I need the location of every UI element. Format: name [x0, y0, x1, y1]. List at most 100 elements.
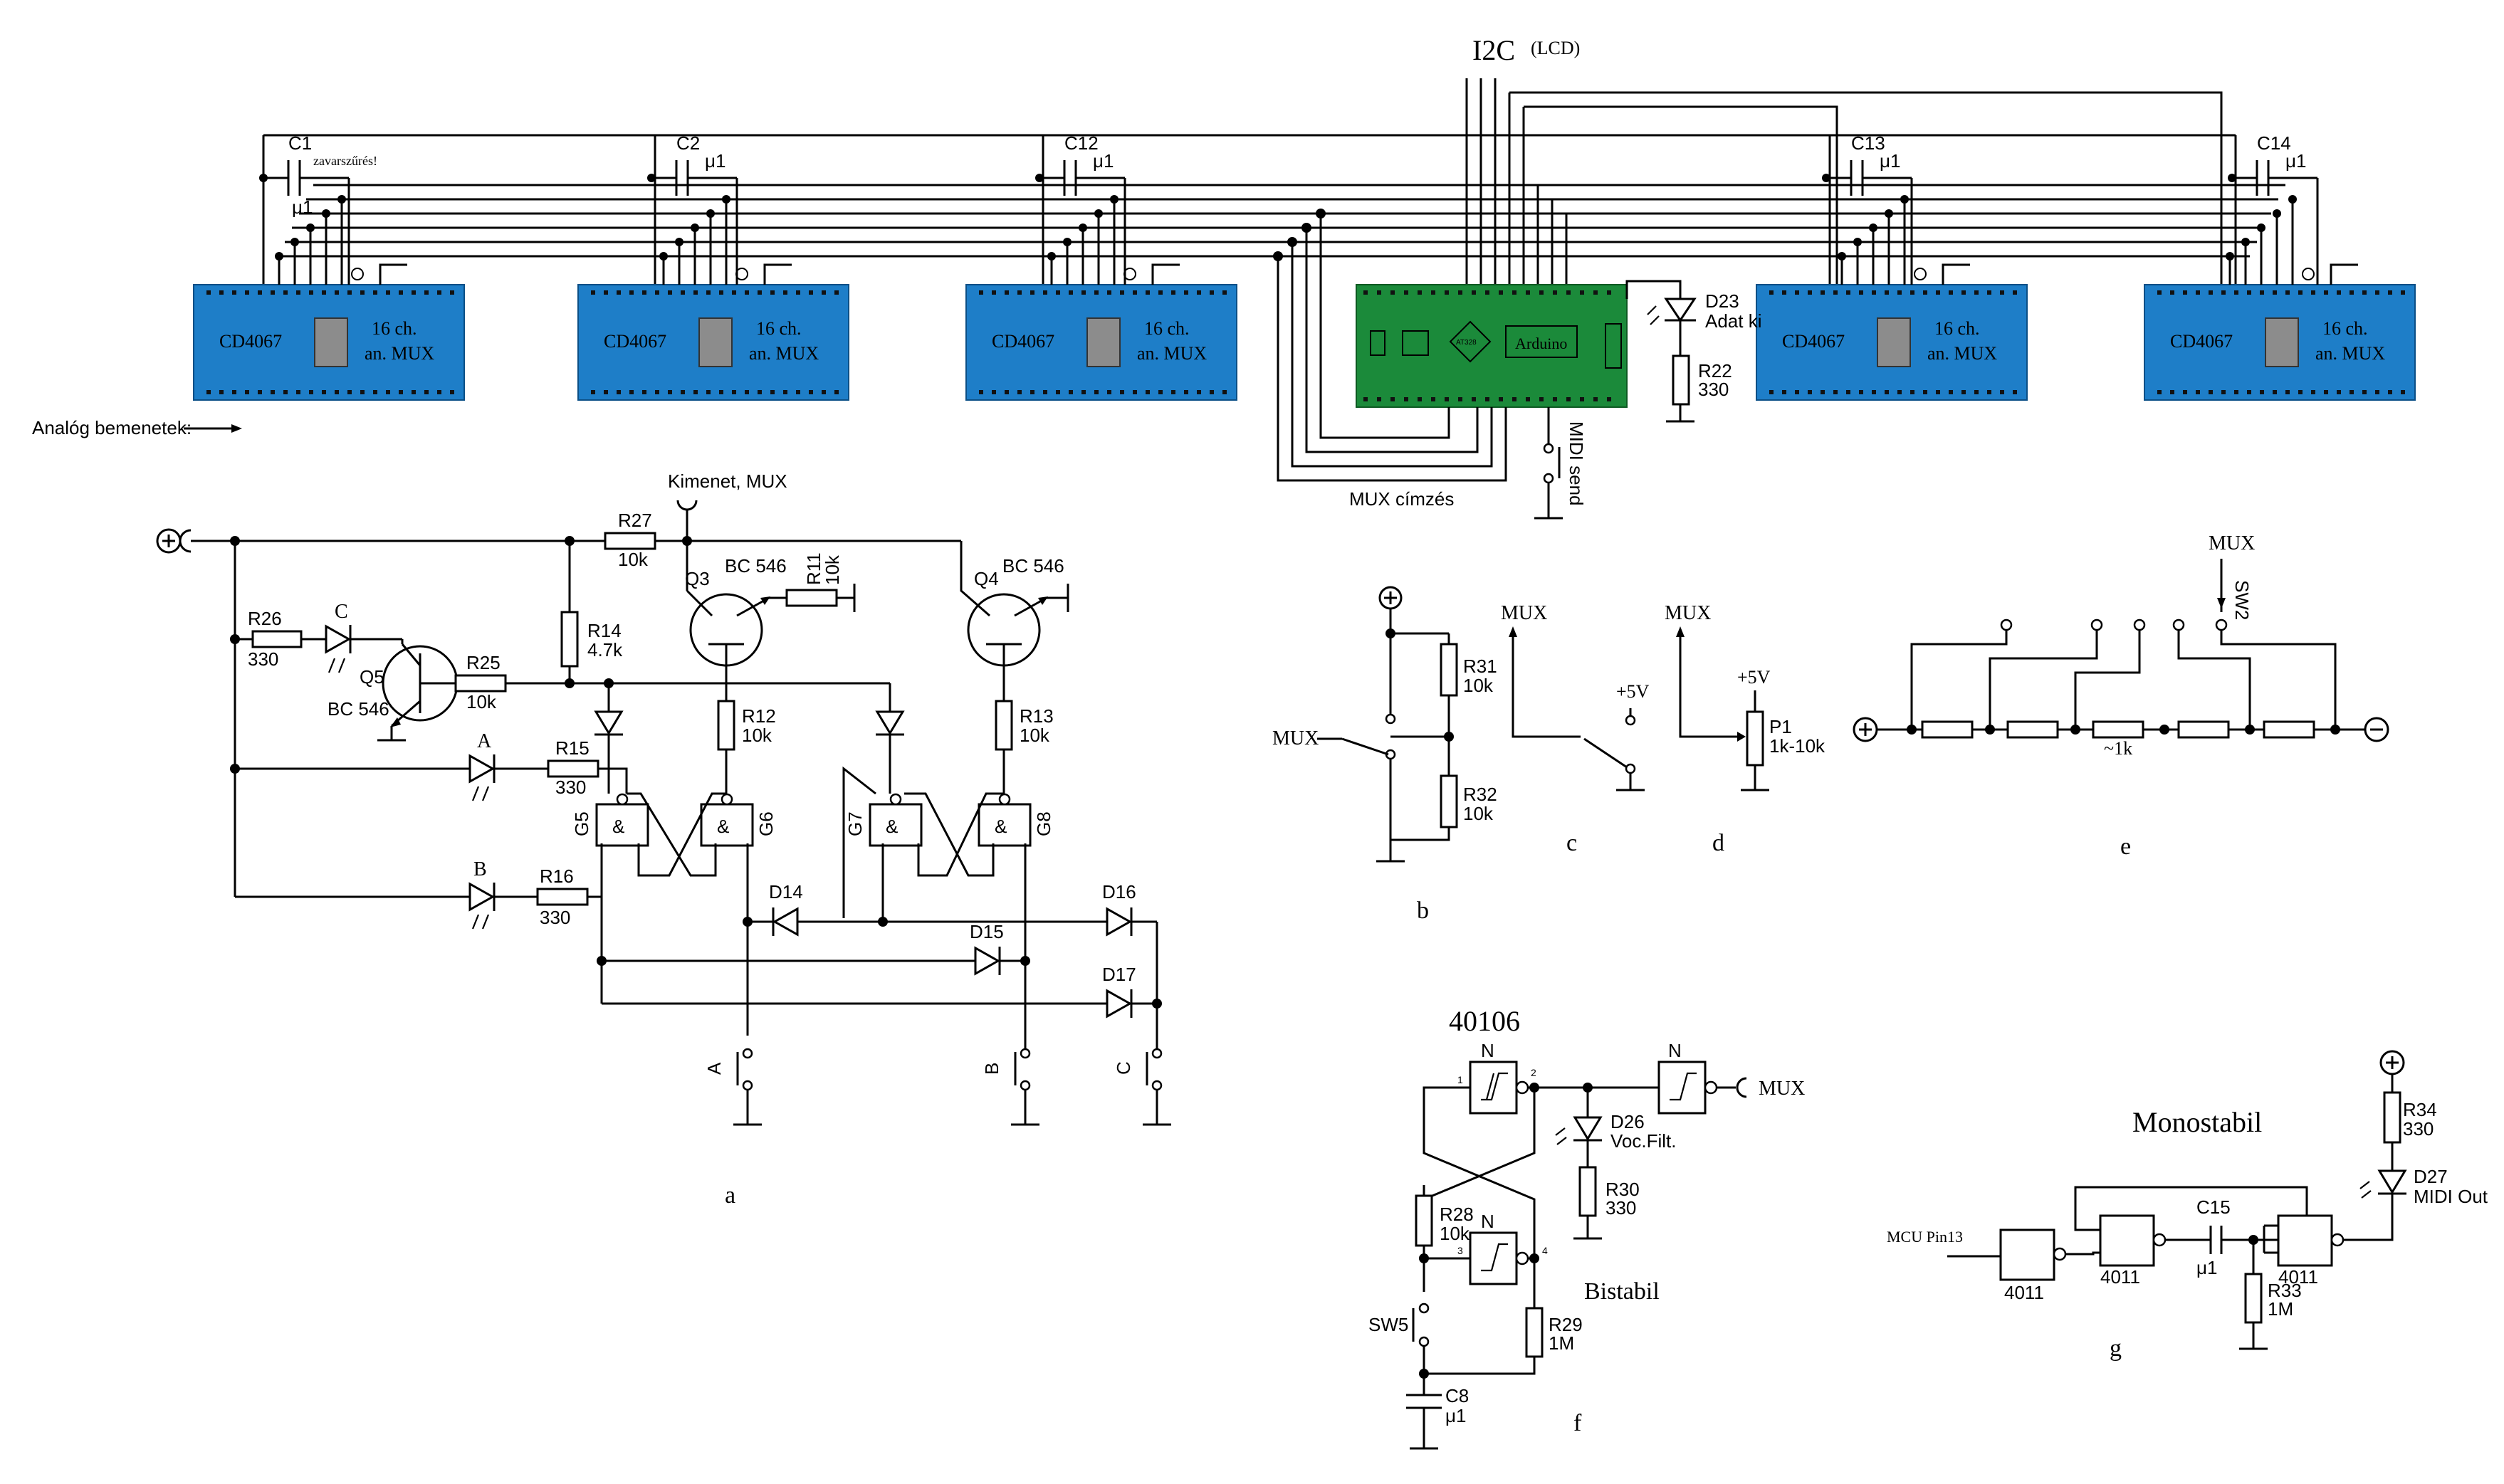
r25-name: R25 — [466, 652, 501, 673]
r32-name: R32 — [1463, 784, 1497, 805]
q3-name: Q3 — [685, 568, 710, 589]
r29-name: R29 — [1549, 1314, 1583, 1335]
nand-gate: &G8 — [978, 793, 1054, 847]
gate-symbol: & — [612, 816, 624, 837]
nand-gate: &G5 — [571, 793, 649, 847]
r32-value: 10k — [1463, 803, 1494, 824]
f-gate2-label: N — [1481, 1211, 1494, 1232]
i2c-label: I2C — [1472, 34, 1515, 66]
r12-name: R12 — [742, 705, 776, 727]
r14-name: R14 — [587, 620, 622, 641]
panel-f-mux: MUX — [1759, 1078, 1805, 1100]
d27-desc: MIDI Out — [2414, 1186, 2488, 1207]
atmega-label: AT328 — [1456, 339, 1477, 347]
r13-value: 10k — [1020, 725, 1050, 746]
capacitor-value: μ1 — [1880, 150, 1900, 172]
push-switch: B — [981, 1048, 1039, 1126]
r16-name: R16 — [540, 865, 574, 887]
r16-value: 330 — [540, 907, 570, 928]
midi-send-label: MIDI send — [1566, 421, 1587, 506]
nand-gate: &G6 — [700, 793, 777, 847]
panel-b-label: b — [1417, 898, 1429, 924]
switch-label: C — [1113, 1061, 1134, 1075]
mux-desc-line1: 16 ch. — [1144, 318, 1190, 339]
mux-desc-line2: an. MUX — [365, 343, 434, 364]
r28-name: R28 — [1440, 1204, 1474, 1225]
mux-chip-name: CD4067 — [2170, 331, 2233, 352]
d27-name: D27 — [2414, 1166, 2448, 1187]
panel-b: MUX R31 10k R32 10k b — [1272, 586, 1497, 924]
arduino-board: AT328 Arduino — [1356, 284, 1628, 408]
capacitor-name: C14 — [2257, 132, 2291, 154]
gate-symbol: & — [886, 816, 898, 837]
pin3: 3 — [1457, 1245, 1463, 1256]
panel-c-vplus: +5V — [1616, 681, 1650, 702]
p1-value: 1k-10k — [1769, 735, 1825, 757]
arduino-label: Arduino — [1515, 335, 1567, 352]
c15-name: C15 — [2196, 1196, 2231, 1218]
push-switch: C — [1113, 1048, 1171, 1126]
c15-value: μ1 — [2196, 1257, 2217, 1278]
c8-name: C8 — [1445, 1385, 1469, 1406]
gate-label: G5 — [571, 811, 592, 836]
r12-value: 10k — [742, 725, 772, 746]
mux-chip-name: CD4067 — [219, 331, 282, 352]
panel-g-title: Monostabil — [2132, 1106, 2262, 1138]
capacitor-note: zavarszűrés! — [313, 154, 377, 168]
panel-c-mux: MUX — [1501, 602, 1547, 624]
d17-label: D17 — [1102, 964, 1136, 985]
lcd-label: (LCD) — [1531, 38, 1580, 58]
panel-e-mux: MUX — [2209, 532, 2255, 554]
r31-value: 10k — [1463, 675, 1494, 696]
g-ic3: 4011 — [2278, 1266, 2318, 1288]
r22-name: R22 — [1698, 360, 1732, 381]
r33-name: R33 — [2268, 1280, 2302, 1301]
r27-name: R27 — [618, 510, 652, 531]
panel-f-label: f — [1573, 1410, 1582, 1436]
mux-addressing-wires: MUX címzés MIDI send D23 Adat ki R22 330 — [1273, 209, 1762, 520]
sw2-label: SW2 — [2231, 580, 2253, 620]
r31-name: R31 — [1463, 656, 1497, 677]
q5-name: Q5 — [360, 666, 384, 688]
panel-e-label: e — [2120, 833, 2131, 860]
q4-name: Q4 — [974, 568, 999, 589]
capacitor-value: μ1 — [1093, 150, 1114, 172]
mux-board: CD4067 16 ch. an. MUX — [193, 195, 465, 401]
mux-desc-line1: 16 ch. — [756, 318, 802, 339]
mux-boards: CD4067 16 ch. an. MUX CD4067 16 ch. an. MUX CD… — [193, 195, 2416, 401]
c8-value: μ1 — [1445, 1405, 1466, 1426]
mux-desc-line2: an. MUX — [2315, 343, 2385, 364]
panel-g-label: g — [2110, 1335, 2122, 1362]
r27-value: 10k — [618, 549, 649, 570]
mux-desc-line2: an. MUX — [1137, 343, 1207, 364]
q4-type: BC 546 — [1002, 555, 1064, 577]
d26-name: D26 — [1610, 1111, 1645, 1132]
pin4: 4 — [1542, 1245, 1548, 1256]
r34-name: R34 — [2403, 1099, 2437, 1120]
capacitor-name: C1 — [288, 132, 312, 154]
mux-desc-line1: 16 ch. — [372, 318, 417, 339]
panel-f-title: 40106 — [1449, 1005, 1520, 1037]
mux-desc-line2: an. MUX — [1927, 343, 1997, 364]
mux-chip-name: CD4067 — [1782, 331, 1845, 352]
d16-label: D16 — [1102, 881, 1136, 902]
bistable-label: Bistabil — [1584, 1278, 1660, 1305]
sw5-label: SW5 — [1368, 1314, 1408, 1335]
p1-name: P1 — [1769, 716, 1792, 737]
capacitor-name: C2 — [676, 132, 700, 154]
output-label: Kimenet, MUX — [668, 470, 787, 492]
r34-value: 330 — [2403, 1118, 2434, 1140]
mux-chip-name: CD4067 — [604, 331, 666, 352]
r29-value: 1M — [1549, 1332, 1574, 1354]
led-b-label: B — [473, 858, 487, 880]
d23-name: D23 — [1705, 290, 1739, 312]
g-ic2: 4011 — [2100, 1266, 2140, 1288]
gate-symbol: & — [717, 816, 729, 837]
panel-d-vplus: +5V — [1737, 667, 1771, 688]
panel-f: 40106 N 1 2 N MUX D26 Voc.Filt. R30 — [1368, 1005, 1805, 1450]
